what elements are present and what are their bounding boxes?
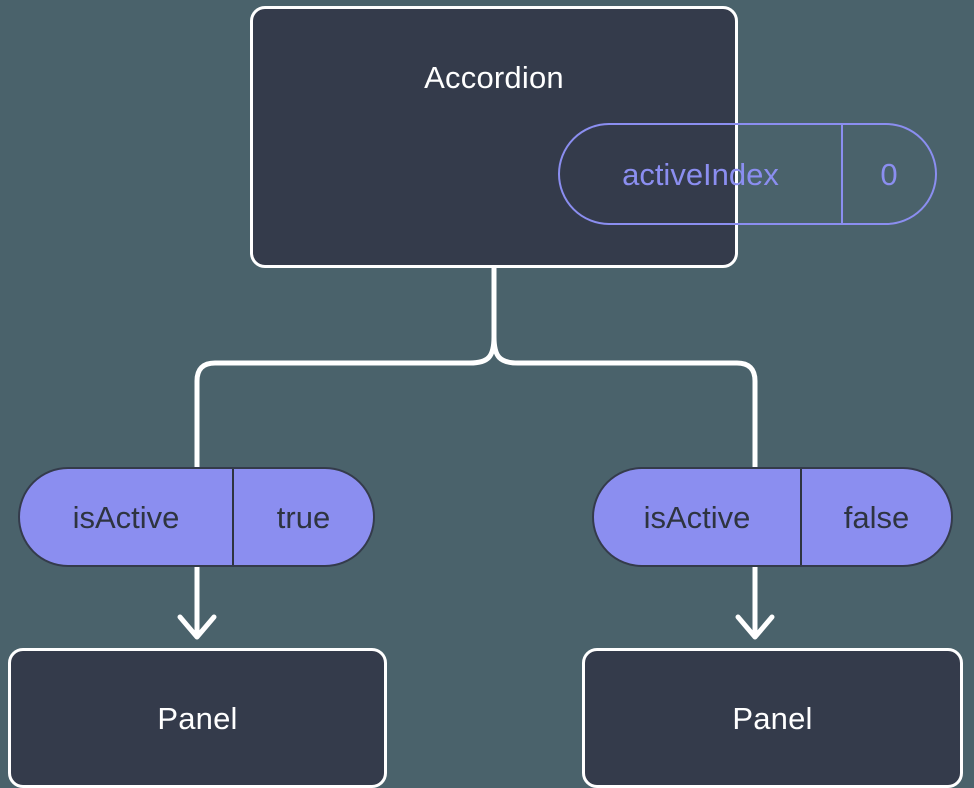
active-index-value: 0 <box>841 125 935 223</box>
panel-right-title: Panel <box>732 700 813 736</box>
is-active-true-prop-pill[interactable]: isActive true <box>18 467 375 567</box>
is-active-false-prop-pill[interactable]: isActive false <box>592 467 953 567</box>
panel-left-title: Panel <box>157 700 238 736</box>
active-index-state-pill[interactable]: activeIndex 0 <box>558 123 937 225</box>
fork-branch-right <box>491 334 758 471</box>
arrow-left-head <box>177 614 217 640</box>
fork-branch-left <box>194 334 497 471</box>
is-active-left-key: isActive <box>72 499 180 535</box>
arrow-right-head <box>735 614 775 640</box>
accordion-component-node[interactable]: Accordion activeIndex 0 <box>250 6 937 268</box>
is-active-right-key: isActive <box>643 499 751 535</box>
accordion-title: Accordion <box>424 60 564 95</box>
panel-node-right[interactable]: Panel <box>582 648 963 788</box>
diagram-canvas: Accordion activeIndex 0 isActive true is… <box>8 6 963 788</box>
is-active-left-value: true <box>232 469 373 565</box>
active-index-key: activeIndex <box>622 156 779 192</box>
is-active-right-value: false <box>800 469 951 565</box>
panel-node-left[interactable]: Panel <box>8 648 387 788</box>
